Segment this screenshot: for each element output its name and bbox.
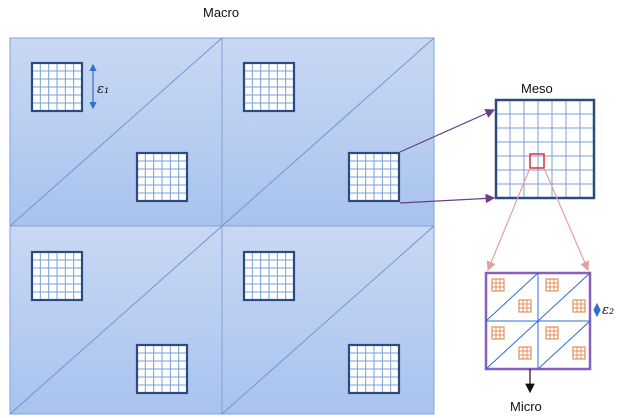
meso-label: Meso [521, 81, 553, 96]
micro-grid [572, 346, 586, 360]
macro-meso-grid [30, 61, 84, 113]
macro-diagonal [221, 37, 435, 227]
zoom-line-right [543, 167, 590, 272]
macro-meso-grid [242, 250, 296, 302]
macro-meso-grid [347, 343, 401, 395]
micro-grid [572, 299, 586, 313]
meso-grid [494, 98, 596, 200]
micro-grid [491, 326, 505, 340]
meso-grid-lines [494, 98, 596, 200]
micro-grid [491, 278, 505, 292]
macro-label: Macro [203, 5, 239, 20]
micro-label: Micro [510, 399, 542, 414]
micro-grid [545, 326, 559, 340]
zoom-connector-top [399, 109, 496, 153]
epsilon-2-label: ε₂ [602, 303, 614, 318]
macro-meso-grid [347, 151, 401, 203]
meso-highlight-cell [529, 153, 545, 169]
macro-meso-grid [242, 61, 296, 113]
macro-meso-grid [30, 250, 84, 302]
macro-diagonal [9, 37, 223, 227]
micro-grid [518, 346, 532, 360]
micro-grid [518, 299, 532, 313]
macro-diagonal [221, 225, 435, 415]
macro-meso-grids [30, 61, 401, 395]
macro-meso-grid [135, 343, 189, 395]
micro-grids [491, 278, 586, 360]
micro-grid [545, 278, 559, 292]
zoom-line-left [486, 167, 531, 272]
macro-meso-grid [135, 151, 189, 203]
epsilon-1-label: ε₁ [97, 82, 109, 97]
macro-diagonal [9, 225, 223, 415]
zoom-connector-bottom [399, 193, 496, 204]
